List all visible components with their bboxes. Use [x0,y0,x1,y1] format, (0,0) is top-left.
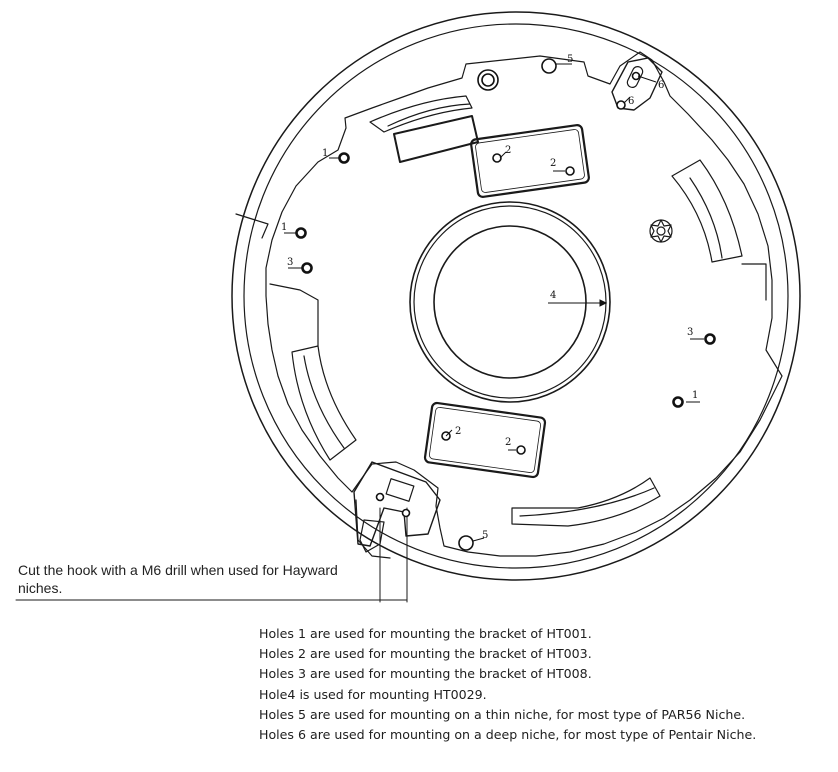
window-upper-inner [475,129,585,193]
arc-band-bottom-2 [519,487,655,517]
hole-1-right [672,396,684,408]
gear-center [656,226,666,236]
note-holes-6: Holes 6 are used for mounting on a deep … [259,727,757,743]
slot-hole-6 [626,66,644,88]
hole-1-left [295,227,307,239]
arc-band-top-2 [387,103,471,127]
arc-band-left-2 [303,355,345,449]
center-boss-mid [413,205,607,399]
note-holes-5: Holes 5 are used for mounting on a thin … [259,706,746,722]
center-boss-outer [409,201,611,403]
hole-5-bottom [458,535,474,551]
hole-2-upper-b [565,166,575,176]
callout-line-2: niches. [18,580,63,596]
label-hole-2-upper-a: 2 [505,145,511,156]
note-holes-2: Holes 2 are used for mounting the bracke… [259,646,592,662]
slot-top [393,115,479,163]
note-holes-3: Holes 3 are used for mounting the bracke… [259,666,592,682]
label-hole-3-left: 3 [287,257,293,268]
hole-notes-list: Holes 1 are used for mounting the bracke… [259,624,819,745]
label-hole-6-lower: 6 [628,96,634,107]
arc-band-left [291,345,357,461]
label-hole-1-left: 1 [281,222,287,233]
label-hole-1-upper-left: 1 [322,148,328,159]
label-hole-2-upper-b: 2 [550,158,556,169]
hook-slot [385,478,415,502]
hole-5-top [541,58,557,74]
arc-band-right-2 [689,177,723,259]
gear-lobed [649,219,673,243]
label-hole-6-upper: 6 [658,80,664,91]
gear-lobes [650,219,672,243]
note-hole-4: Hole4 is used for mounting HT0029. [259,686,487,702]
label-hole-2-lower-b: 2 [505,437,511,448]
note-holes-1: Holes 1 are used for mounting the bracke… [259,626,592,641]
hayward-hook [353,461,441,547]
callout-line-1: Cut the hook with a M6 drill when used f… [18,562,338,578]
label-hole-3-right: 3 [687,327,693,338]
window-lower-inner [429,406,541,474]
arc-band-left-upper [269,283,319,347]
center-hole [433,225,587,379]
label-hole-5-top: 5 [567,54,573,65]
window-lower [423,401,547,479]
label-hole-5-bottom: 5 [482,530,488,541]
outer-rim-ring [231,11,801,581]
hole-3-right [704,333,716,345]
hole-2-lower-b [516,445,526,455]
hook-hole-b [401,508,411,518]
label-hole-2-lower-a: 2 [455,426,461,437]
arc-band-top [369,95,473,133]
hook-hole-a [375,492,385,502]
hole-3-left [301,262,313,274]
hook-tab [359,519,385,553]
inner-rim-ring [243,23,789,569]
label-hole-4: 4 [550,290,556,301]
hole-6-lower [616,100,626,110]
boss-top-left-inner [481,73,495,87]
hole-2-upper-a [492,153,502,163]
plate-edge-flat-left [235,213,269,239]
window-upper [470,124,590,198]
arc-band-right-lower [741,263,767,301]
hole-1-upper-left [338,152,350,164]
plate-edge-flat-bottom-left [355,499,391,559]
label-hole-1-right: 1 [692,390,698,401]
arc-band-bottom [511,477,661,527]
hayward-cut-callout: Cut the hook with a M6 drill when used f… [18,561,378,597]
plate-outline [265,51,783,557]
arc-band-right [671,159,743,263]
